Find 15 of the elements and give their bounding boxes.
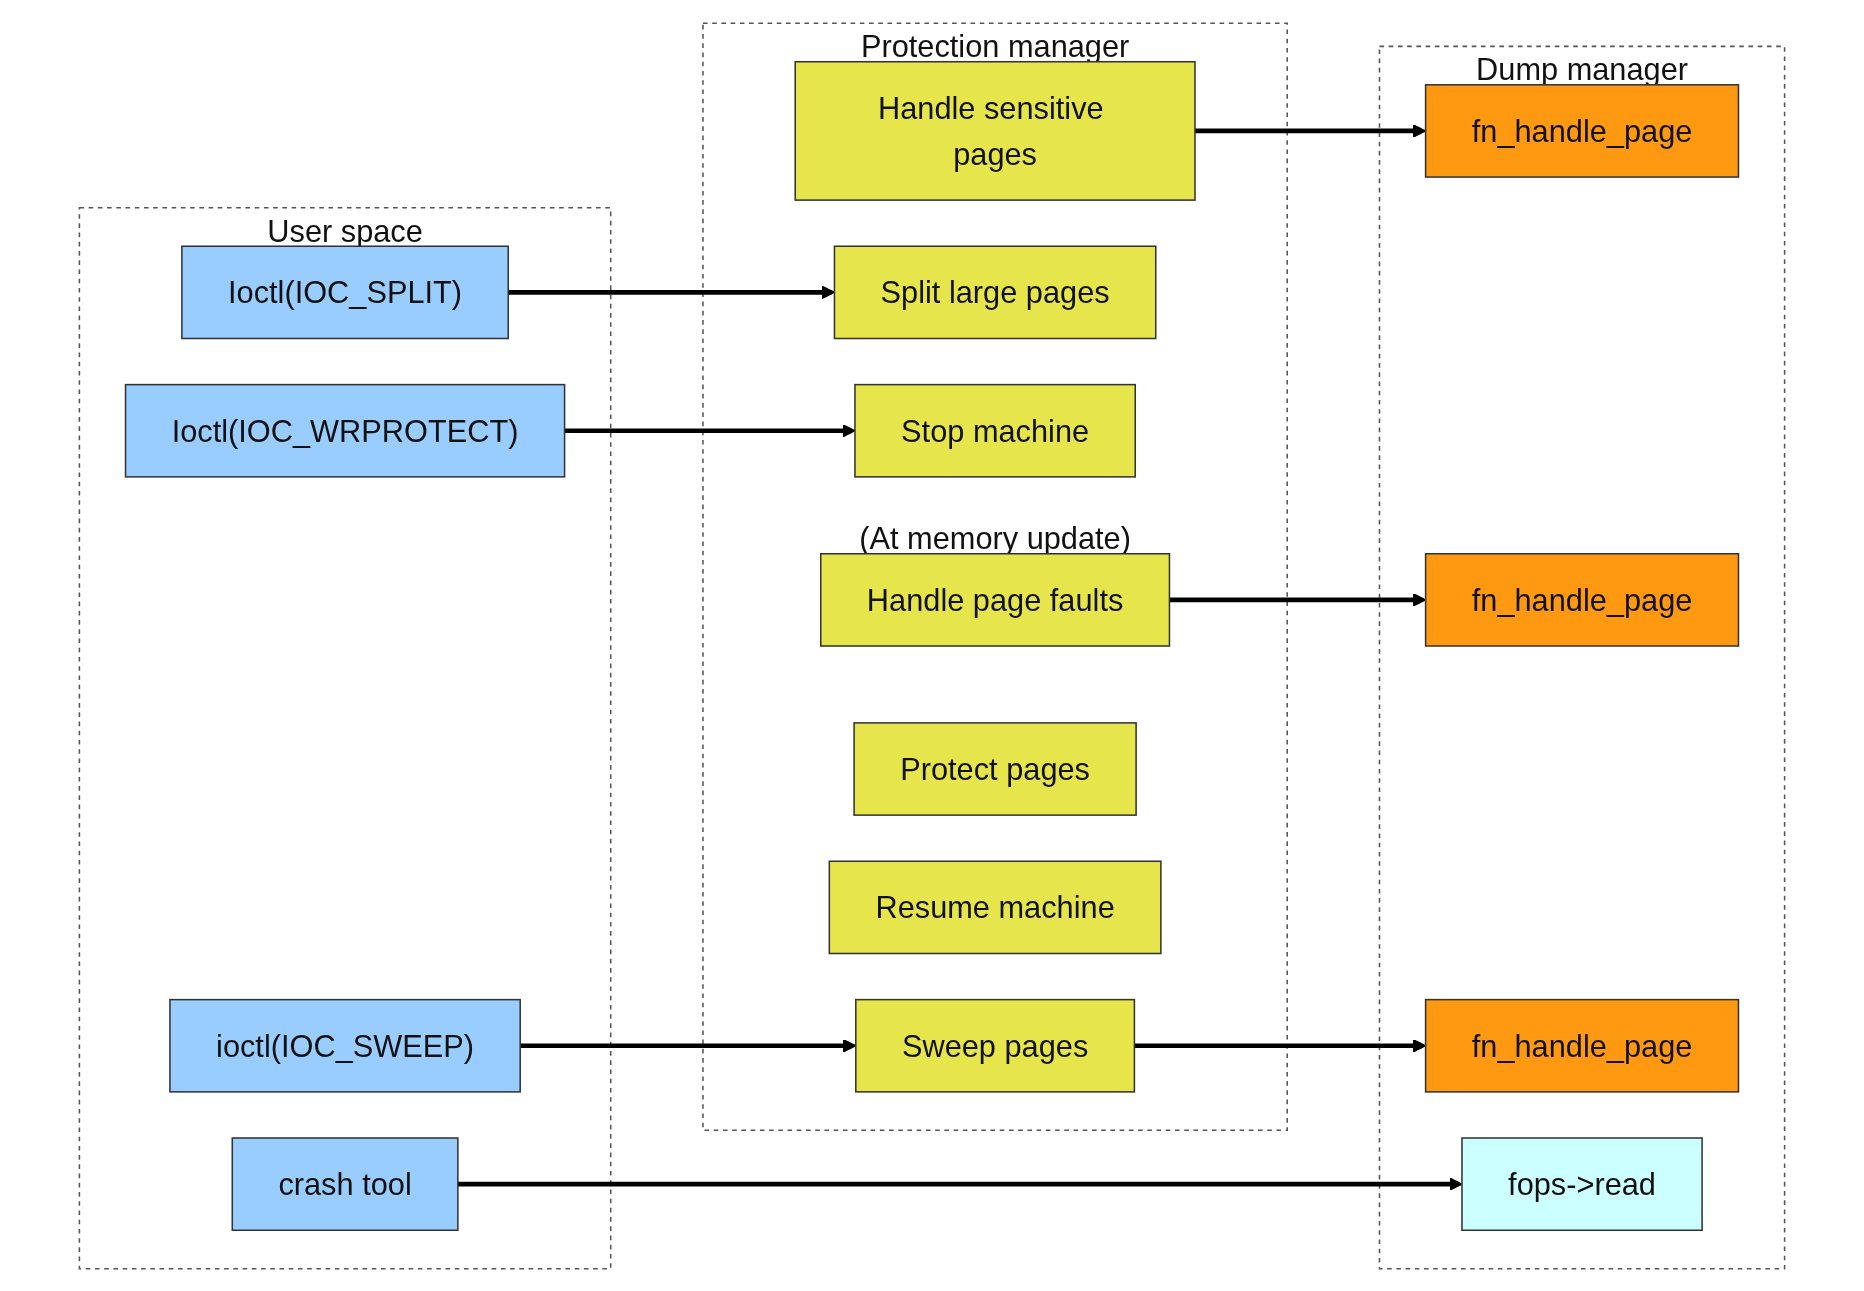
node-label: (At memory update) bbox=[859, 520, 1131, 555]
node-box: fn_handle_page bbox=[1424, 552, 1740, 647]
node-box: Handle page faults bbox=[820, 552, 1171, 647]
node-box: ioctl(IOC_SWEEP) bbox=[169, 998, 521, 1093]
node-box: Ioctl(IOC_WRPROTECT) bbox=[124, 383, 566, 478]
node-box: Split large pages bbox=[833, 244, 1157, 339]
node-box: Handle sensitive pages bbox=[794, 60, 1196, 201]
node-box: fn_handle_page bbox=[1424, 998, 1740, 1093]
node-box: Sweep pages bbox=[855, 998, 1136, 1093]
node-box: Protect pages bbox=[853, 721, 1137, 816]
node-box: fn_handle_page bbox=[1424, 83, 1740, 178]
node-box: crash tool bbox=[231, 1136, 459, 1231]
node-box: Resume machine bbox=[828, 860, 1162, 954]
node-box: fops->read bbox=[1461, 1136, 1703, 1231]
node-box: Stop machine bbox=[854, 383, 1136, 478]
